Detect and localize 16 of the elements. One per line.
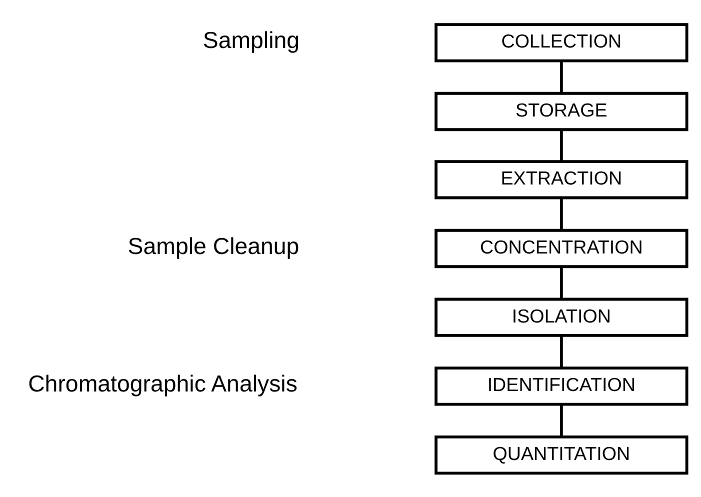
- node-box: IDENTIFICATION: [434, 366, 688, 406]
- connector: [560, 405, 563, 437]
- node-box: COLLECTION: [434, 23, 688, 62]
- node-box: STORAGE: [434, 92, 688, 132]
- connector: [560, 130, 563, 162]
- label: Chromatographic Analysis: [28, 370, 298, 397]
- connector: [560, 61, 563, 94]
- node-box: CONCENTRATION: [434, 228, 688, 268]
- label: Sample Cleanup: [128, 233, 300, 260]
- node-box: QUANTITATION: [434, 436, 688, 475]
- connector: [560, 267, 563, 299]
- node-box: EXTRACTION: [434, 160, 688, 200]
- node-box: ISOLATION: [434, 298, 688, 337]
- connector: [560, 198, 563, 230]
- label: Sampling: [202, 27, 300, 54]
- connector: [560, 336, 563, 368]
